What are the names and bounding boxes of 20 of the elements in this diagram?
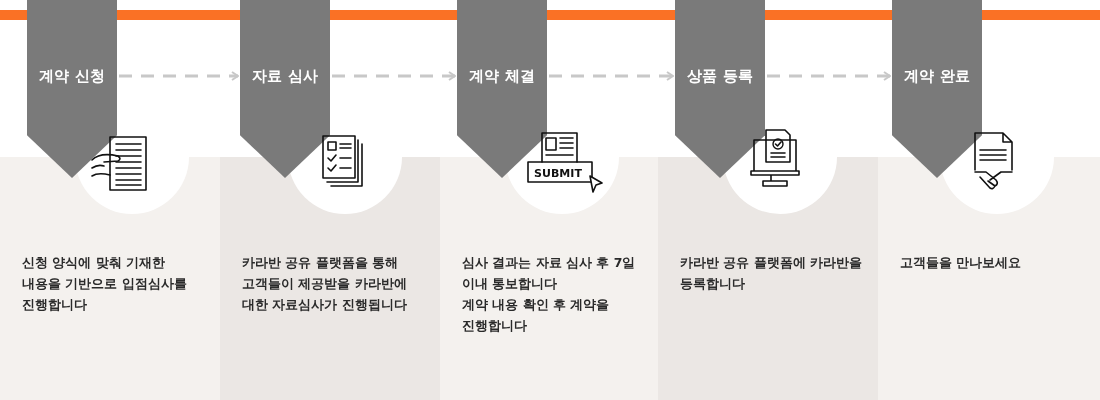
step-description: 심사 결과는 자료 심사 후 7일 이내 통보합니다 <box>462 254 637 293</box>
icon-text: SUBMIT <box>534 167 582 180</box>
arrow <box>549 71 674 81</box>
arrow <box>119 71 239 81</box>
arrow <box>332 71 456 81</box>
step-description: 신청 양식에 맞춰 기재한 내용을 기반으로 입점심사를 진행합니다 <box>22 254 188 314</box>
step-banner <box>27 0 117 178</box>
step-description: 계약 내용 확인 후 계약을 진행합니다 <box>462 296 611 335</box>
step-title: 상품 등록 <box>686 67 754 86</box>
step-title: 자료 심사 <box>251 67 319 86</box>
arrow <box>767 71 891 81</box>
step-banner <box>892 0 982 178</box>
step-description: 카라반 공유 플랫폼을 통해 고객들이 제공받을 카라반에 대한 자료심사가 진행됩니다 <box>242 254 408 314</box>
step-banner <box>675 0 765 178</box>
step-banner <box>240 0 330 178</box>
step-title: 계약 체결 <box>468 67 536 86</box>
step-title: 계약 완료 <box>903 67 971 86</box>
step-description: 고객들을 만나보세요 <box>900 254 1023 272</box>
step-description: 카라반 공유 플랫폼에 카라반을 등록합니다 <box>680 254 864 293</box>
step-title: 계약 신청 <box>38 67 106 86</box>
